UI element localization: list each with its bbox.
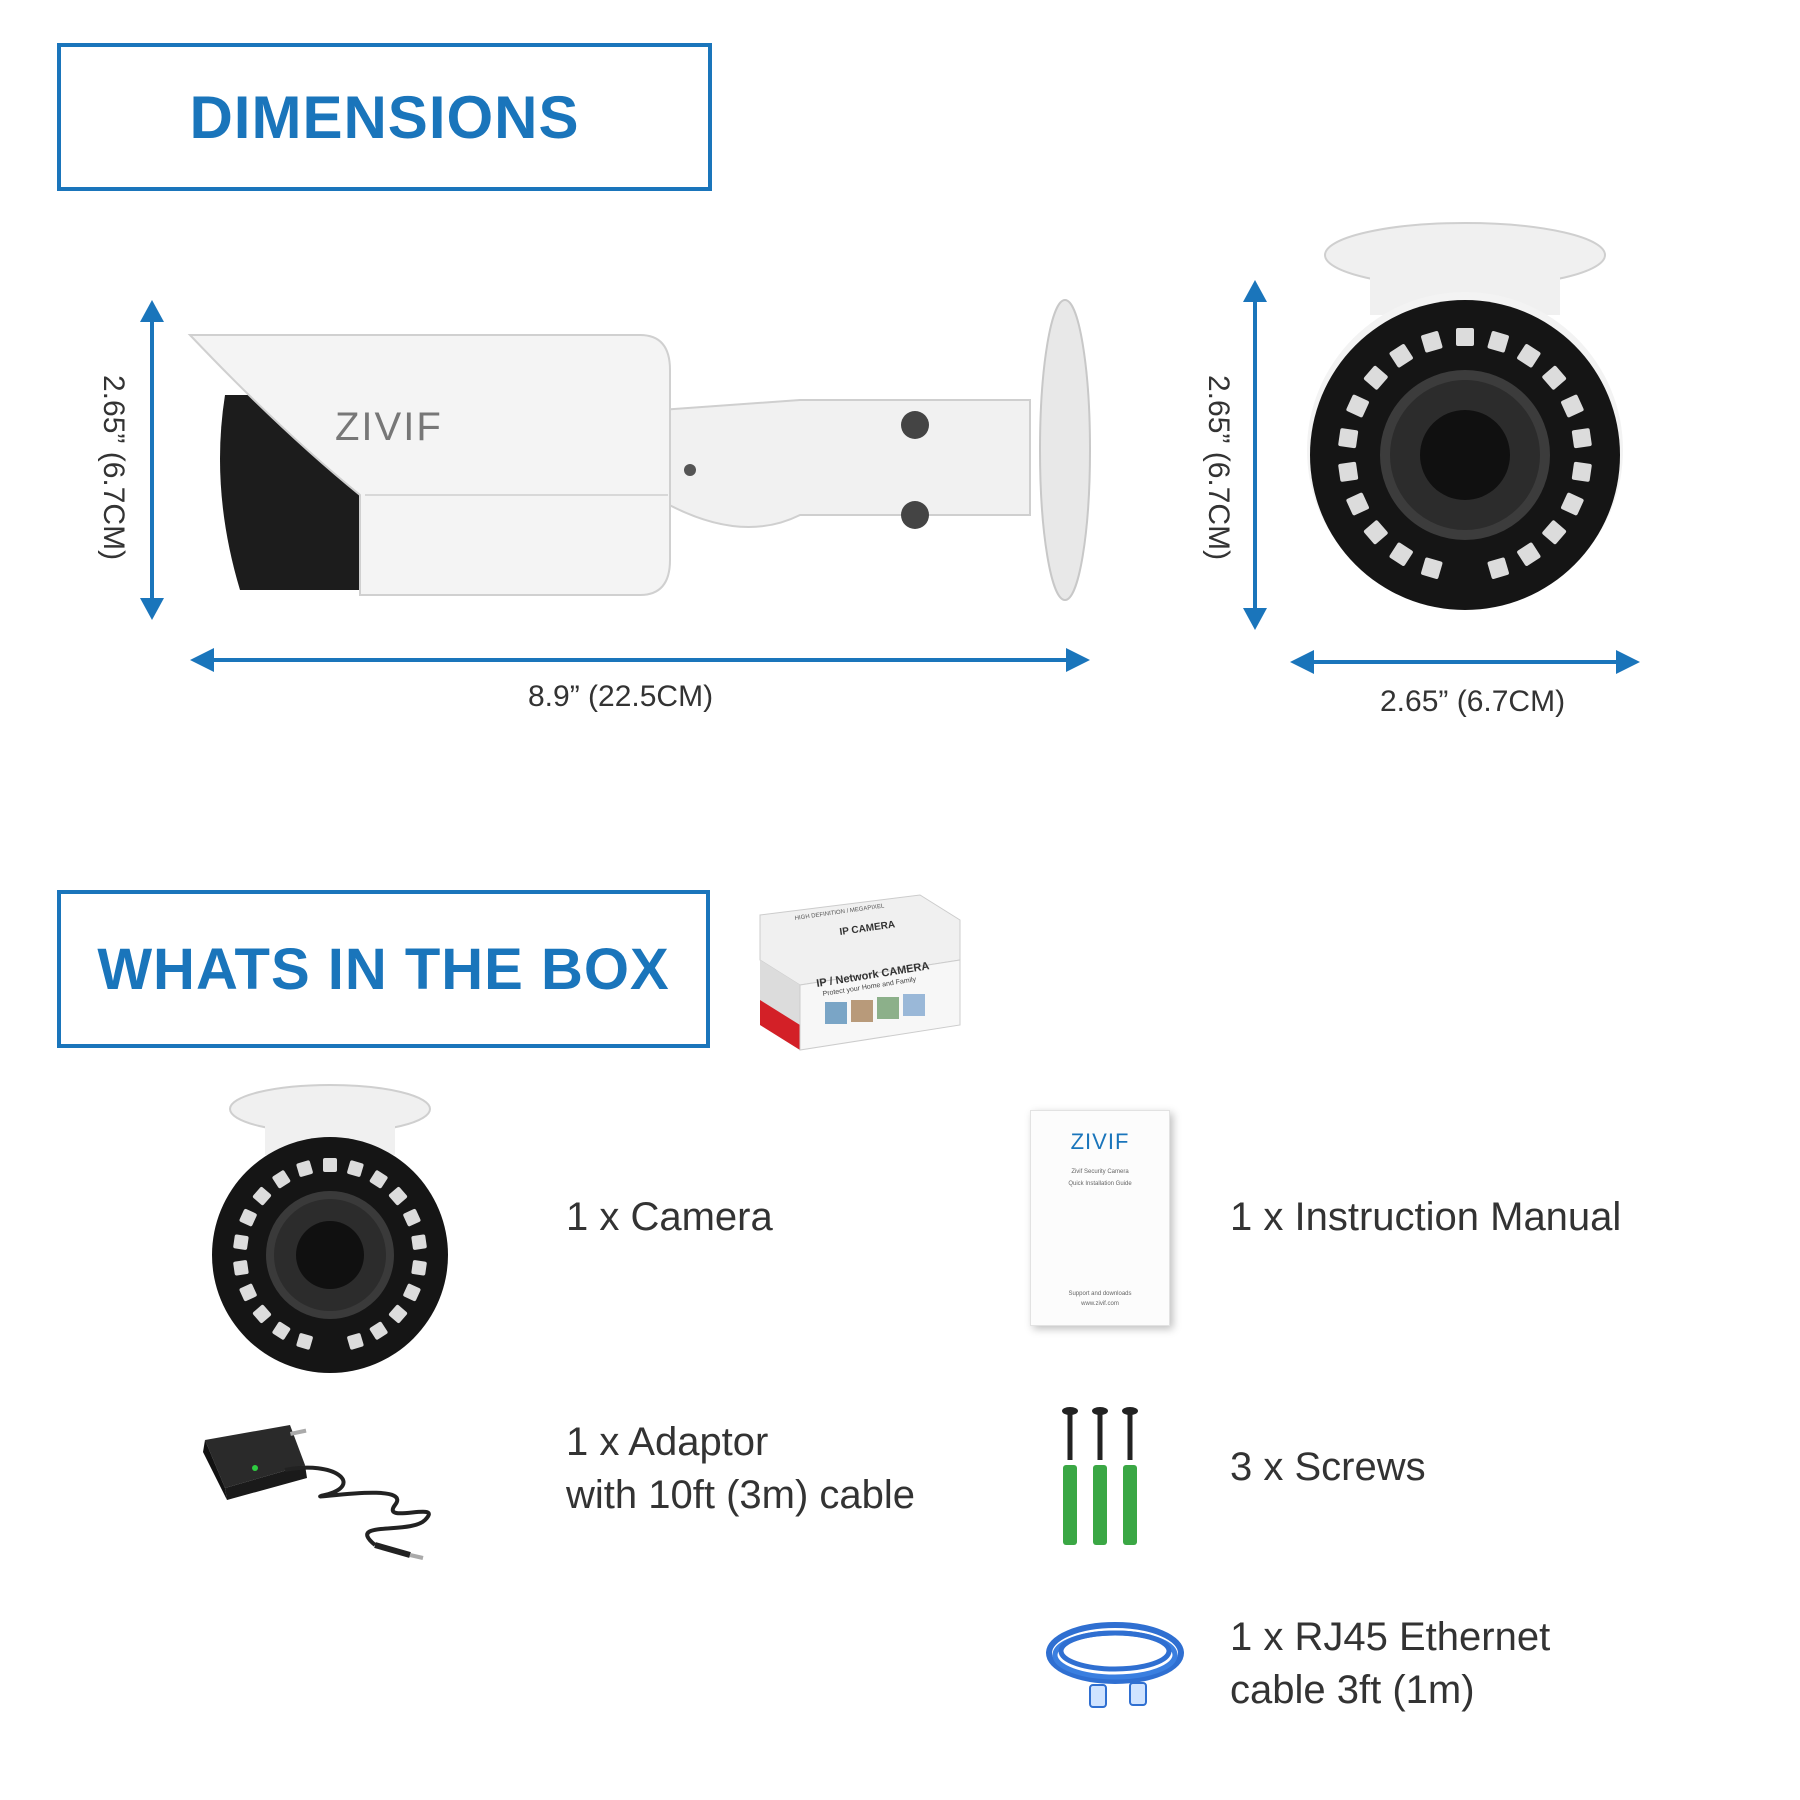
ir-led-icon	[1363, 520, 1388, 545]
camera-front-view-image	[1307, 222, 1623, 610]
ir-led-icon	[388, 1304, 408, 1323]
ir-led-icon	[411, 1260, 427, 1276]
ir-led-icon	[1338, 428, 1359, 449]
ir-led-icon	[239, 1208, 257, 1227]
screws-item-image	[1062, 1407, 1138, 1545]
camera-brand-label: ZIVIF	[335, 405, 443, 449]
manual-footer1: Support and downloads	[1068, 1291, 1132, 1297]
ir-led-icon	[403, 1283, 421, 1302]
camera-side-view-image: ZIVIF	[187, 299, 1091, 601]
ir-led-icon	[1571, 428, 1592, 449]
ir-led-icon	[369, 1170, 388, 1189]
side-height-arrow	[140, 300, 164, 620]
ir-led-icon	[1542, 520, 1567, 545]
ir-led-icon	[1338, 461, 1359, 482]
ir-led-icon	[272, 1321, 291, 1340]
ir-led-icon	[233, 1234, 249, 1250]
adaptor-item-label-line1: 1 x Adaptor	[566, 1420, 769, 1464]
ir-led-icon	[1571, 461, 1592, 482]
box-title-box: WHATS IN THE BOX	[57, 890, 710, 1048]
side-length-label: 8.9” (22.5CM)	[528, 680, 714, 713]
manual-item-label: 1 x Instruction Manual	[1230, 1195, 1622, 1239]
ir-led-icon	[296, 1333, 313, 1350]
camera-item-label: 1 x Camera	[566, 1195, 773, 1239]
ethernet-item-label-line1: 1 x RJ45 Ethernet	[1230, 1615, 1551, 1659]
ir-led-icon	[1561, 394, 1584, 418]
ir-led-icon	[411, 1234, 427, 1250]
side-height-label: 2.65” (6.7CM)	[97, 375, 130, 561]
ir-led-icon	[323, 1158, 337, 1172]
ir-led-icon	[233, 1260, 249, 1276]
ethernet-item-image	[1046, 1622, 1184, 1708]
front-width-arrow	[1290, 650, 1640, 674]
box-title: WHATS IN THE BOX	[97, 936, 670, 1002]
ir-led-icon	[403, 1208, 421, 1227]
screw-icon	[1062, 1407, 1078, 1545]
ir-led-icon	[1487, 331, 1509, 353]
manual-footer2: www.zivif.com	[1081, 1301, 1119, 1307]
ir-led-icon	[1346, 394, 1369, 418]
ir-led-icon	[1456, 328, 1474, 346]
ir-led-icon	[252, 1187, 272, 1206]
package-box-image: HIGH DEFINITION / MEGAPIXEL IP CAMERA IP…	[759, 894, 961, 1051]
ir-led-icon	[1363, 365, 1388, 390]
ir-led-icon	[296, 1160, 313, 1177]
ir-led-icon	[388, 1187, 408, 1206]
camera-item-image	[212, 1084, 448, 1373]
ir-led-icon	[1346, 492, 1369, 516]
ir-led-icon	[272, 1170, 291, 1189]
ir-led-icon	[1389, 344, 1413, 368]
ir-led-icon	[1389, 542, 1413, 566]
ir-led-icon	[1517, 542, 1541, 566]
ir-led-icon	[347, 1333, 364, 1350]
manual-brand: ZIVIF	[1070, 1129, 1130, 1154]
ir-led-icon	[252, 1304, 272, 1323]
manual-subtitle2: Quick Installation Guide	[1068, 1181, 1132, 1187]
manual-subtitle: Zivif Security Camera	[1071, 1169, 1129, 1175]
ethernet-item-label-line2: cable 3ft (1m)	[1230, 1668, 1475, 1712]
dimensions-title-box: DIMENSIONS	[57, 43, 712, 191]
ir-led-icon	[1517, 344, 1541, 368]
screw-icon	[1122, 1407, 1138, 1545]
ir-led-icon	[369, 1321, 388, 1340]
ir-led-icon	[1542, 365, 1567, 390]
ir-led-icon	[239, 1283, 257, 1302]
screws-item-label: 3 x Screws	[1230, 1445, 1426, 1489]
front-height-label: 2.65” (6.7CM)	[1202, 375, 1235, 561]
adaptor-item-image	[203, 1425, 431, 1560]
manual-item-image: ZIVIF Zivif Security Camera Quick Instal…	[1030, 1110, 1170, 1326]
screw-icon	[1092, 1407, 1108, 1545]
ir-led-icon	[1487, 557, 1509, 579]
dimensions-title: DIMENSIONS	[189, 83, 580, 151]
ir-led-icon	[347, 1160, 364, 1177]
ir-led-icon	[1561, 492, 1584, 516]
front-height-arrow	[1243, 280, 1267, 630]
front-width-label: 2.65” (6.7CM)	[1380, 685, 1566, 718]
ir-led-icon	[1421, 557, 1443, 579]
side-length-arrow	[190, 648, 1090, 672]
ir-led-icon	[1421, 331, 1443, 353]
adaptor-item-label-line2: with 10ft (3m) cable	[566, 1473, 916, 1517]
